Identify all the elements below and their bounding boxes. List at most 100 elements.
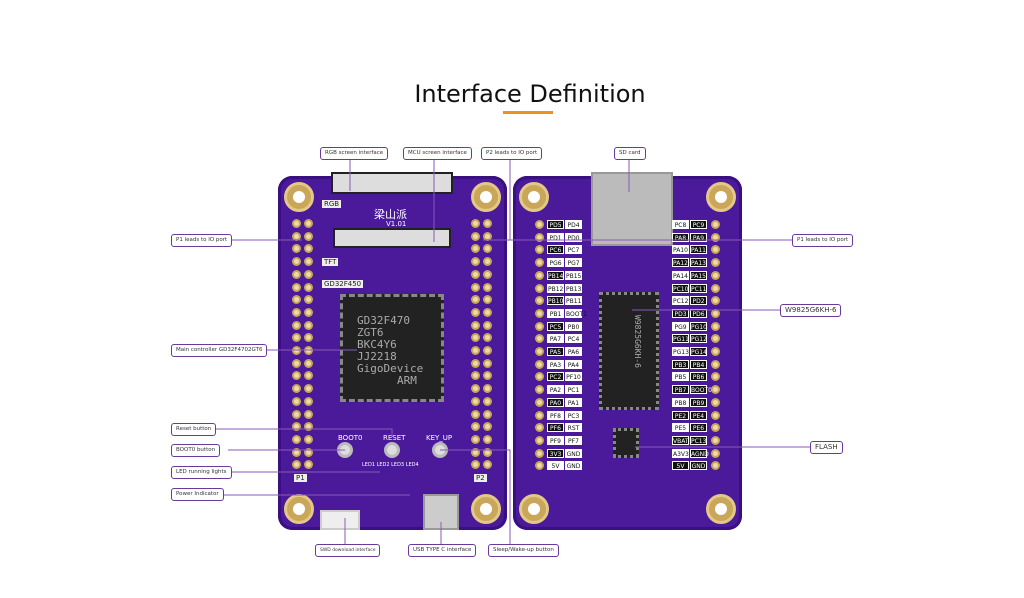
header-pin — [304, 257, 313, 267]
flash-chip — [613, 428, 639, 458]
header-pin — [471, 333, 480, 343]
pin-label: PF6 — [547, 423, 564, 433]
header-pin — [471, 231, 480, 241]
header-pin — [711, 283, 720, 293]
header-pin — [535, 308, 544, 318]
pin-label: GND — [565, 461, 582, 471]
header-pin — [535, 334, 544, 344]
callout-p1-right: P1 leads to IO port — [792, 234, 854, 247]
chip-text: JJ2218 — [357, 350, 397, 363]
callout-usb: USB TYPE C interface — [408, 544, 477, 557]
pin-label: PD1 — [547, 232, 564, 242]
pin-label: PC1 — [565, 385, 582, 395]
header-pin — [535, 397, 544, 407]
header-pin — [483, 295, 492, 305]
pin-label: A3V3 — [672, 448, 689, 458]
mount-hole — [706, 494, 736, 524]
pin-label: PA13 — [690, 258, 707, 268]
header-pin — [471, 257, 480, 267]
rgb-connector — [331, 172, 453, 194]
chip-text: BKC4Y6 — [357, 338, 397, 351]
header-pin — [483, 282, 492, 292]
header-pin — [304, 269, 313, 279]
pin-label: PB4 — [690, 359, 707, 369]
pin-label: PE6 — [690, 423, 707, 433]
header-pin — [471, 409, 480, 419]
pin-label: PB8 — [672, 397, 689, 407]
header-pin — [535, 448, 544, 458]
header-pin — [471, 422, 480, 432]
pin-label: PA8 — [672, 232, 689, 242]
boot0-silk: BOOT0 — [338, 434, 363, 442]
pin-label: PB15 — [565, 270, 582, 280]
header-pin — [292, 447, 301, 457]
pin-label: PG12 — [690, 334, 707, 344]
callout-sdram: W9825G6KH-6 — [780, 304, 842, 317]
header-pin — [292, 358, 301, 368]
header-pin — [292, 333, 301, 343]
p1-label: P1 — [294, 474, 307, 482]
pin-label: PC13 — [690, 435, 707, 445]
header-pin — [535, 435, 544, 445]
header-pin — [471, 460, 480, 470]
pin-label: PB14 — [547, 270, 564, 280]
header-pin — [711, 423, 720, 433]
header-pin — [711, 270, 720, 280]
pin-label: PG6 — [547, 258, 564, 268]
pin-label: PG9 — [672, 321, 689, 331]
pin-label: PA1 — [565, 397, 582, 407]
pin-label: PC6 — [547, 245, 564, 255]
pin-label: GND — [565, 448, 582, 458]
pin-label: GND — [690, 461, 707, 471]
pin-label: PC11 — [690, 283, 707, 293]
pin-label: PC7 — [565, 245, 582, 255]
pin-label: PB12 — [547, 283, 564, 293]
callout-p2: P2 leads to IO port — [481, 147, 543, 160]
header-pin — [535, 359, 544, 369]
pin-label: 5V — [672, 461, 689, 471]
pin-label: PA7 — [547, 334, 564, 344]
header-pin — [483, 434, 492, 444]
header-pin — [292, 269, 301, 279]
pin-label: PD0 — [565, 232, 582, 242]
pin-label: PB1 — [547, 308, 564, 318]
header-pin — [711, 296, 720, 306]
pin-label: PC9 — [690, 220, 707, 229]
mount-hole — [284, 182, 314, 212]
header-pin — [711, 461, 720, 471]
header-pin — [304, 333, 313, 343]
header-pin — [483, 346, 492, 355]
header-pin — [304, 307, 313, 317]
pin-label: PA10 — [672, 245, 689, 255]
main-controller-chip: GD32F470 ZGT6 BKC4Y6 JJ2218 GigoDevice A… — [340, 294, 444, 402]
header-pin — [292, 320, 301, 330]
mount-hole — [519, 494, 549, 524]
pin-label: PC3 — [565, 410, 582, 420]
reset-button[interactable] — [384, 442, 400, 458]
header-pin — [711, 220, 720, 229]
header-pin — [535, 245, 544, 255]
chip-text: ZGT6 — [357, 326, 384, 339]
header-pin — [535, 385, 544, 395]
header-pin — [535, 258, 544, 268]
header-pin — [711, 410, 720, 420]
header-pin — [304, 434, 313, 444]
header-pin — [471, 219, 480, 228]
header-pin — [711, 245, 720, 255]
callout-sd-card: SD card — [614, 147, 646, 160]
reset-silk: RESET — [383, 434, 406, 442]
header-pin — [292, 295, 301, 305]
header-pin — [471, 244, 480, 254]
pin-label: AGND — [690, 448, 709, 458]
mcu-connector — [333, 228, 451, 248]
pin-label: PD2 — [690, 296, 707, 306]
header-pin — [711, 385, 720, 395]
sdram-chip: W9825G6KH-6 — [599, 292, 659, 410]
header-pin — [483, 422, 492, 432]
header-pin — [292, 219, 301, 228]
board-name: 梁山派 — [374, 208, 407, 221]
pin-label: PA0 — [547, 397, 564, 407]
pin-label: PB11 — [565, 296, 582, 306]
tft-label: TFT — [322, 258, 339, 266]
header-pin — [471, 447, 480, 457]
